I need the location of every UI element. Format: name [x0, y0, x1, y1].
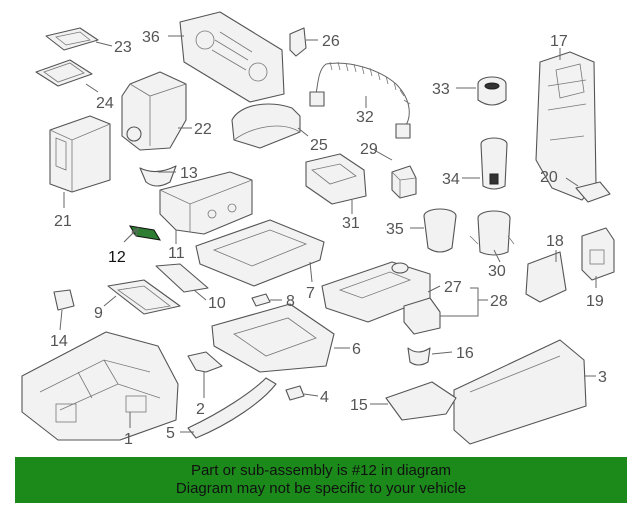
callout-33: 33: [432, 81, 450, 98]
part-14-clip: [53, 289, 75, 311]
part-25-lid: [231, 103, 301, 149]
part-26-clip: [289, 27, 307, 57]
info-banner: Part or sub-assembly is #12 in diagram D…: [15, 457, 627, 503]
part-9-lower-trim: [107, 279, 181, 315]
part-28-shift-boot: [403, 297, 441, 335]
part-7-console-frame: [195, 219, 325, 287]
callout-31: 31: [342, 215, 360, 232]
callout-16: 16: [456, 345, 474, 362]
part-15-floor-bracket: [385, 381, 457, 421]
callout-21: 21: [54, 213, 72, 230]
callout-24: 24: [96, 95, 114, 112]
part-27-shifter-housing: [321, 261, 431, 323]
callout-5: 5: [166, 425, 175, 442]
part-10-trim-panel: [155, 263, 209, 293]
part-12-trim-strip-highlighted: [129, 225, 161, 241]
part-13-ring: [139, 165, 177, 187]
part-18-pad: [525, 251, 567, 303]
part-2-bracket: [187, 351, 223, 373]
callout-2: 2: [196, 401, 205, 418]
part-1-console-body: [21, 331, 179, 441]
callout-30: 30: [488, 263, 506, 280]
part-3-side-cover: [453, 339, 587, 445]
callout-25: 25: [310, 137, 328, 154]
part-22-bracket: [121, 71, 187, 151]
callout-labels: 23 24 36 26 22 25 32 33 17 21 13 29 34 2…: [50, 29, 607, 448]
part-31-display: [305, 153, 367, 205]
callout-13: 13: [180, 165, 198, 182]
callout-22: 22: [194, 121, 212, 138]
part-6-base-frame: [211, 303, 335, 373]
callout-1: 1: [124, 431, 133, 448]
callout-11: 11: [168, 245, 185, 262]
callout-14: 14: [50, 333, 68, 350]
callout-27: 27: [444, 279, 462, 296]
callout-7: 7: [306, 285, 315, 302]
callout-26: 26: [322, 33, 340, 50]
part-32-cable: [309, 61, 411, 139]
part-35-cup-holder: [423, 208, 457, 253]
part-16-ring: [407, 347, 431, 366]
part-11-upper-console: [159, 171, 253, 235]
part-20-switch: [575, 181, 611, 203]
part-30-cup-holder: [469, 210, 515, 256]
callout-23: 23: [114, 39, 132, 56]
part-33-outlet: [477, 76, 507, 106]
callout-19: 19: [586, 293, 604, 310]
banner-line-part-number: Part or sub-assembly is #12 in diagram: [190, 462, 452, 479]
callout-9: 9: [94, 305, 103, 322]
callout-29: 29: [360, 141, 378, 158]
callout-20: 20: [540, 169, 558, 186]
part-8-clip: [251, 293, 271, 307]
part-19-bracket: [581, 227, 615, 281]
part-21-storage-bin: [49, 115, 111, 193]
callout-18: 18: [546, 233, 564, 250]
callout-12-highlighted: 12: [108, 249, 126, 266]
part-5-rail: [187, 377, 277, 439]
callout-17: 17: [550, 33, 568, 50]
part-34-socket: [480, 137, 508, 190]
callout-15: 15: [350, 397, 368, 414]
callout-34: 34: [442, 171, 460, 188]
callout-32: 32: [356, 109, 374, 126]
callout-3: 3: [598, 369, 607, 386]
callout-8: 8: [286, 293, 295, 310]
callout-10: 10: [208, 295, 226, 312]
callout-28: 28: [490, 293, 508, 310]
leader-lines: [59, 35, 597, 433]
part-24-mat: [35, 59, 93, 87]
part-36-control-panel: [179, 11, 285, 103]
callout-35: 35: [386, 221, 404, 238]
part-23-tray: [45, 27, 99, 51]
callout-4: 4: [320, 389, 329, 406]
callout-36: 36: [142, 29, 160, 46]
part-29-module: [391, 165, 417, 199]
callout-6: 6: [352, 341, 361, 358]
banner-line-disclaimer: Diagram may not be specific to your vehi…: [175, 480, 467, 497]
part-4-clip: [285, 385, 305, 401]
